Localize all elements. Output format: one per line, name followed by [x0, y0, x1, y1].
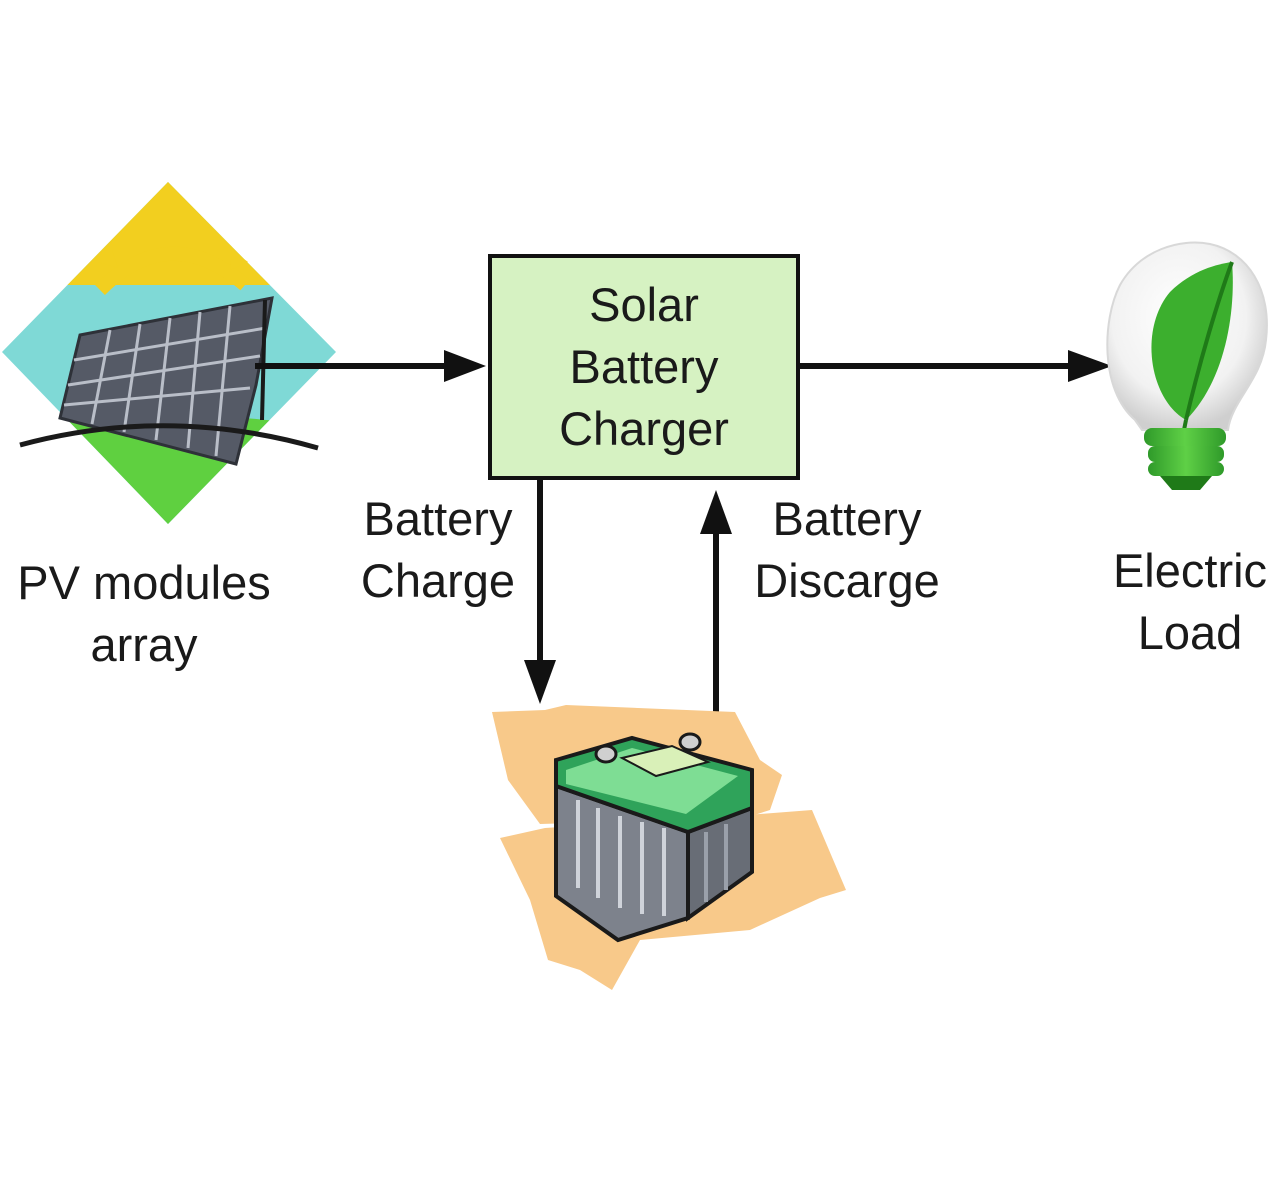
- bulb-base: [1144, 428, 1226, 490]
- pv-array-label: PV modules array: [4, 552, 284, 676]
- battery-discharge-label-line1: Battery: [772, 492, 922, 545]
- electric-load-label-line1: Electric: [1112, 544, 1268, 597]
- panel-grid: [19, 296, 319, 466]
- solar-panel-icon: [2, 182, 336, 524]
- pv-array-label-line2: array: [90, 618, 198, 671]
- battery-charge-label-line2: Charge: [360, 554, 516, 607]
- pv-array-label-line1: PV modules: [17, 556, 271, 609]
- charger-label-line3: Charger: [559, 402, 729, 455]
- solar-battery-charger-box: Solar Battery Charger: [488, 254, 800, 480]
- electric-load-label-line2: Load: [1137, 606, 1243, 659]
- arrow-pv-to-charger: [255, 350, 486, 382]
- battery-discharge-label-line2: Discarge: [754, 554, 940, 607]
- charger-label-line2: Battery: [569, 340, 719, 393]
- car-battery-icon: [492, 705, 846, 990]
- battery-charge-label-line1: Battery: [363, 492, 513, 545]
- charger-label-line1: Solar: [589, 278, 699, 331]
- arrow-charger-to-load: [796, 350, 1112, 382]
- battery-discharge-label: Battery Discarge: [744, 488, 950, 612]
- light-bulb-icon: [1106, 241, 1268, 490]
- leaf-icon: [1151, 261, 1234, 441]
- battery-charge-label: Battery Charge: [352, 488, 524, 612]
- arrow-discharge-up: [700, 490, 732, 714]
- electric-load-label: Electric Load: [1100, 540, 1280, 664]
- arrow-charge-down: [524, 478, 556, 704]
- sun-icon: [95, 246, 250, 295]
